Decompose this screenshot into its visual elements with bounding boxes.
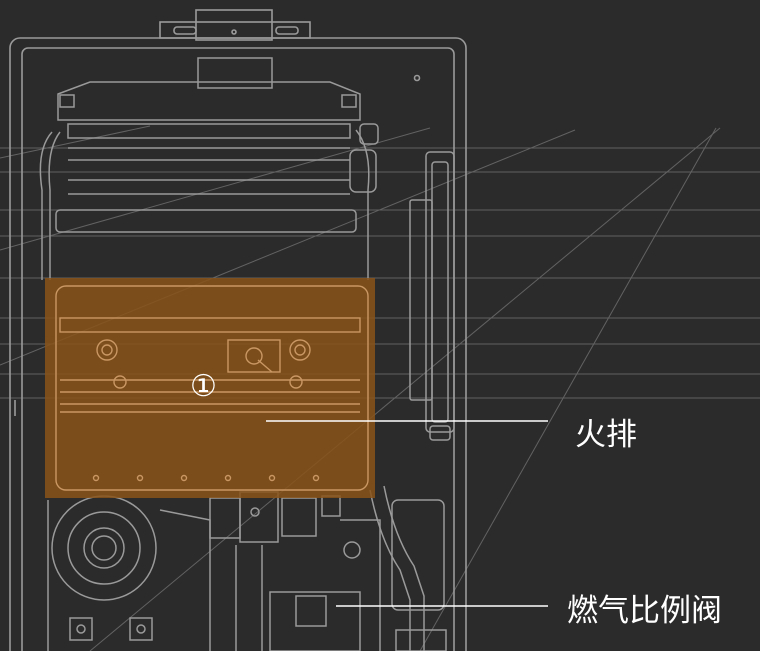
side-controller: [409, 151, 455, 441]
burner-highlight: [45, 278, 375, 498]
heat-exchanger: [39, 57, 379, 280]
callout-marker: ①: [190, 369, 217, 404]
burner-label: 火排: [575, 417, 637, 453]
lower-components: [47, 485, 447, 651]
gas-valve-label: 燃气比例阀: [567, 593, 722, 629]
